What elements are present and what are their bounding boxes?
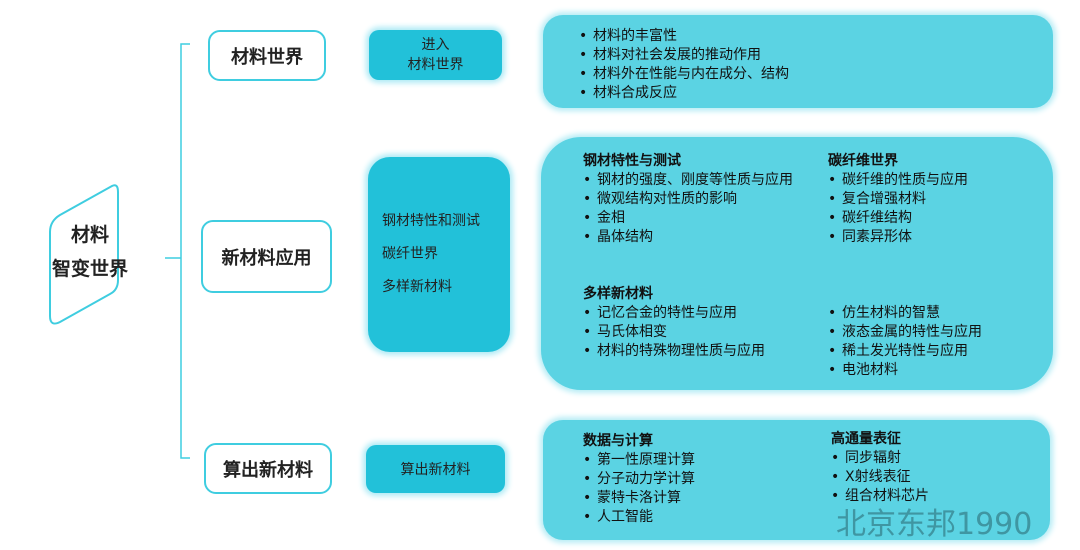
detail-item: 材料外在性能与内在成分、结构 xyxy=(579,65,1053,84)
detail-item: 同步辐射 xyxy=(831,449,1041,468)
detail-item: 微观结构对性质的影响 xyxy=(583,190,793,209)
root-title-1: 材料 xyxy=(70,224,109,246)
group-title: 碳纤维世界 xyxy=(828,153,898,169)
group-more: 仿生材料的智慧 液态金属的特性与应用 稀土发光特性与应用 电池材料 xyxy=(828,304,1038,380)
summary-new-materials[interactable]: 钢材特性和测试 碳纤世界 多样新材料 xyxy=(368,157,510,352)
detail-item: 仿生材料的智慧 xyxy=(828,304,1038,323)
bracket xyxy=(165,43,190,459)
details-new-materials: 钢材特性与测试 钢材的强度、刚度等性质与应用 微观结构对性质的影响 金相 晶体结… xyxy=(541,137,1053,390)
group-title: 数据与计算 xyxy=(583,433,653,449)
detail-item: 稀土发光特性与应用 xyxy=(828,342,1038,361)
detail-item: 材料对社会发展的推动作用 xyxy=(579,46,1053,65)
detail-item: 钢材的强度、刚度等性质与应用 xyxy=(583,171,793,190)
node-compute-new-materials[interactable]: 算出新材料 xyxy=(204,443,332,494)
detail-item: 材料的丰富性 xyxy=(579,27,1053,46)
group-title: 多样新材料 xyxy=(583,286,653,302)
summary-text: 算出新材料 xyxy=(400,462,471,478)
group-title: 钢材特性与测试 xyxy=(583,153,681,169)
detail-item: 人工智能 xyxy=(583,508,793,527)
summary-text: 多样新材料 xyxy=(382,279,452,295)
node-new-materials-application[interactable]: 新材料应用 xyxy=(201,220,332,293)
group-diverse: 多样新材料 记忆合金的特性与应用 马氏体相变 材料的特殊物理性质与应用 xyxy=(583,285,813,361)
detail-item: 记忆合金的特性与应用 xyxy=(583,304,813,323)
detail-item: 碳纤维的性质与应用 xyxy=(828,171,1038,190)
root-node: 材料 智变世界 xyxy=(50,218,130,286)
summary-text: 钢材特性和测试 xyxy=(382,213,480,229)
root-shape xyxy=(49,184,119,325)
detail-item: 同素异形体 xyxy=(828,228,1038,247)
detail-item: 金相 xyxy=(583,209,793,228)
detail-item: 晶体结构 xyxy=(583,228,793,247)
group-steel: 钢材特性与测试 钢材的强度、刚度等性质与应用 微观结构对性质的影响 金相 晶体结… xyxy=(583,152,793,247)
detail-item: X射线表征 xyxy=(831,468,1041,487)
group-data-compute: 数据与计算 第一性原理计算 分子动力学计算 蒙特卡洛计算 人工智能 xyxy=(583,432,793,527)
detail-item: 第一性原理计算 xyxy=(583,451,793,470)
group-title: 高通量表征 xyxy=(831,431,901,447)
summary-text: 进入 xyxy=(421,37,450,53)
detail-item: 碳纤维结构 xyxy=(828,209,1038,228)
detail-item: 材料合成反应 xyxy=(579,84,1053,103)
detail-item: 马氏体相变 xyxy=(583,323,813,342)
summary-text: 材料世界 xyxy=(407,57,464,73)
details-materials-world: 材料的丰富性 材料对社会发展的推动作用 材料外在性能与内在成分、结构 材料合成反… xyxy=(543,15,1053,108)
detail-item: 材料的特殊物理性质与应用 xyxy=(583,342,813,361)
detail-item: 分子动力学计算 xyxy=(583,470,793,489)
detail-item: 蒙特卡洛计算 xyxy=(583,489,793,508)
summary-materials-world[interactable]: 进入 材料世界 xyxy=(369,30,502,80)
root-title-2: 智变世界 xyxy=(51,258,128,280)
detail-item: 液态金属的特性与应用 xyxy=(828,323,1038,342)
group-carbon-fiber: 碳纤维世界 碳纤维的性质与应用 复合增强材料 碳纤维结构 同素异形体 xyxy=(828,152,1038,247)
group-high-throughput: 高通量表征 同步辐射 X射线表征 组合材料芯片 xyxy=(831,430,1041,506)
detail-item: 组合材料芯片 xyxy=(831,487,1041,506)
summary-text: 碳纤世界 xyxy=(382,246,438,262)
summary-compute[interactable]: 算出新材料 xyxy=(366,445,505,493)
node-materials-world[interactable]: 材料世界 xyxy=(208,30,326,81)
detail-item: 电池材料 xyxy=(828,361,1038,380)
detail-item: 复合增强材料 xyxy=(828,190,1038,209)
details-compute: 数据与计算 第一性原理计算 分子动力学计算 蒙特卡洛计算 人工智能 高通量表征 … xyxy=(543,420,1050,540)
